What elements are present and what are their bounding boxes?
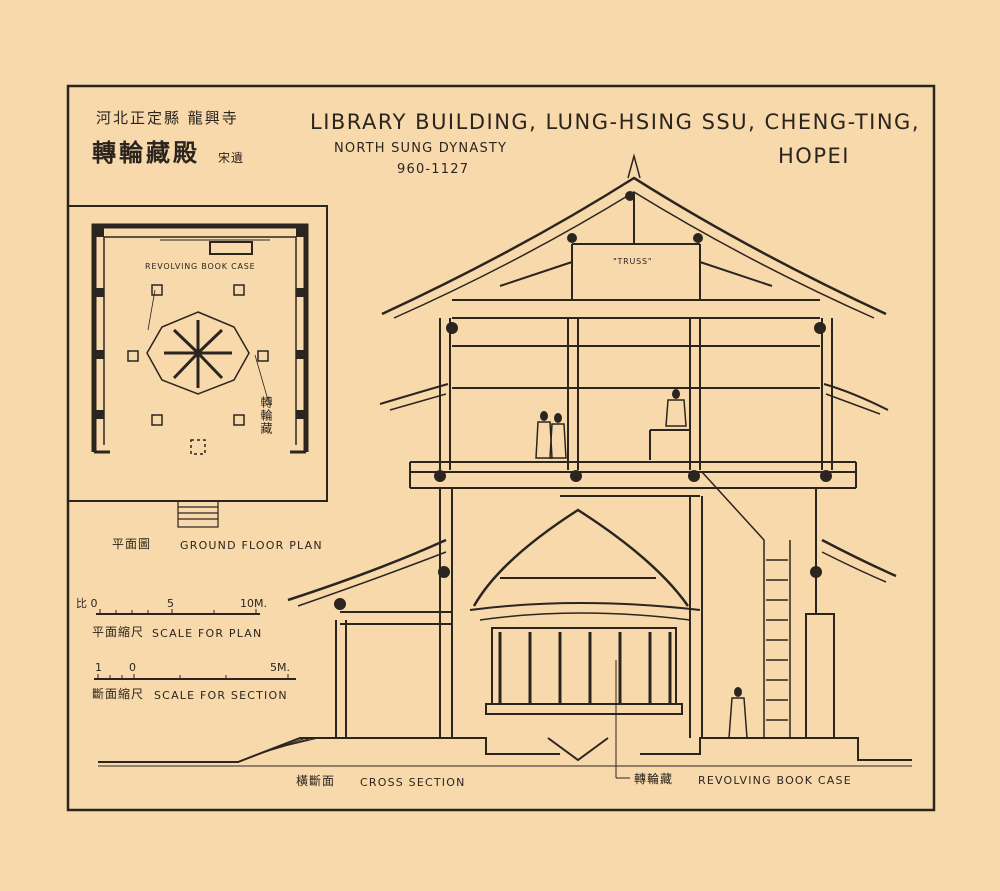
plan-caption-chinese: 平面圖 [112, 537, 152, 551]
scale-plan-five: 5 [167, 597, 174, 610]
lower-storey [335, 488, 835, 739]
bookcase-caption-english: REVOLVING BOOK CASE [698, 774, 852, 787]
scale-section-one: 1 [95, 661, 102, 674]
scale-plan-caption-english: SCALE FOR PLAN [152, 627, 263, 640]
cross-section [98, 153, 912, 779]
gallery-floor [409, 461, 857, 497]
section-caption-chinese: 橫斷面 [296, 774, 336, 788]
section-caption-english: CROSS SECTION [360, 776, 466, 789]
plan-entrance-steps [177, 500, 219, 528]
upper-storey [439, 318, 833, 470]
title-chinese-location: 河北正定縣 龍興寺 [96, 109, 239, 127]
scale-plan-zero: 比 0 [76, 597, 98, 610]
plan-bookcase-label: REVOLVING BOOK CASE [145, 262, 256, 271]
scale-section-five: 5M. [270, 661, 290, 674]
bookcase-elevation [469, 508, 701, 779]
scale-plan-caption-chinese: 平面縮尺 [92, 625, 145, 639]
scale-plan-ten: 10M. [240, 597, 267, 610]
plan-inner-piers [127, 284, 269, 455]
title-province: HOPEI [778, 144, 850, 168]
ground-floor-plan [67, 205, 328, 528]
scale-bar-section [94, 674, 296, 680]
human-figures [535, 389, 748, 739]
staircase [701, 471, 791, 739]
title-english: LIBRARY BUILDING, LUNG-HSING SSU, CHENG-… [310, 110, 920, 134]
bracket-sets [334, 191, 832, 610]
scale-section-caption-chinese: 斷面縮尺 [92, 687, 145, 701]
plan-bookcase-octagon [146, 289, 269, 401]
plan-bookcase-vertical-label: 轉輪藏 [259, 396, 273, 435]
scale-section-caption-english: SCALE FOR SECTION [154, 689, 288, 702]
title-years: 960-1127 [397, 162, 470, 177]
truss-label: "TRUSS" [613, 257, 653, 266]
top-truss [452, 243, 820, 319]
scale-section-zero: 0 [129, 661, 136, 674]
scale-bar-plan [96, 609, 260, 615]
plan-caption-english: GROUND FLOOR PLAN [180, 539, 323, 552]
bookcase-caption-chinese: 轉輪藏 [634, 772, 674, 786]
title-chinese-name: 轉輪藏殿 [92, 139, 200, 167]
plan-columns [95, 228, 305, 419]
title-dynasty: NORTH SUNG DYNASTY [334, 141, 508, 156]
title-chinese-suffix: 宋遺 [218, 151, 245, 165]
